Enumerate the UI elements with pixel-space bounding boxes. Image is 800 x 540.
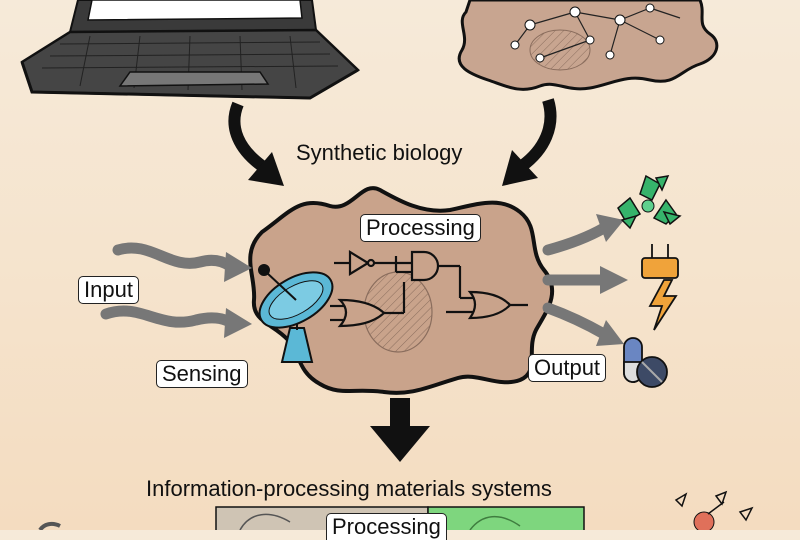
processing-label-bottom: Processing: [326, 513, 447, 540]
input-label: Input: [78, 276, 139, 304]
output-arrows: [542, 222, 610, 340]
arrow-left-curved: [228, 101, 284, 186]
cell-network-icon: [457, 0, 719, 91]
power-plug-icon: [641, 244, 679, 331]
output-label: Output: [528, 354, 607, 382]
bottom-materials-right: [427, 506, 585, 530]
bottom-right-motif: [674, 490, 754, 530]
processing-label: Processing: [360, 214, 481, 242]
materials-systems-title: Information-processing materials systems: [146, 476, 552, 501]
pills-icon: [623, 337, 668, 388]
arrow-right-curved: [502, 98, 557, 186]
input-arrows: [100, 242, 236, 328]
satellite-dish-icon: [258, 264, 334, 363]
recycle-icon: [617, 174, 682, 230]
laptop-icon: [20, 0, 361, 100]
synthetic-biology-title: Synthetic biology: [296, 140, 463, 165]
sensing-label: Sensing: [156, 360, 248, 388]
logic-circuit-icon: [330, 250, 528, 328]
down-arrow: [370, 398, 430, 462]
bottom-arrow-left: [38, 521, 61, 530]
